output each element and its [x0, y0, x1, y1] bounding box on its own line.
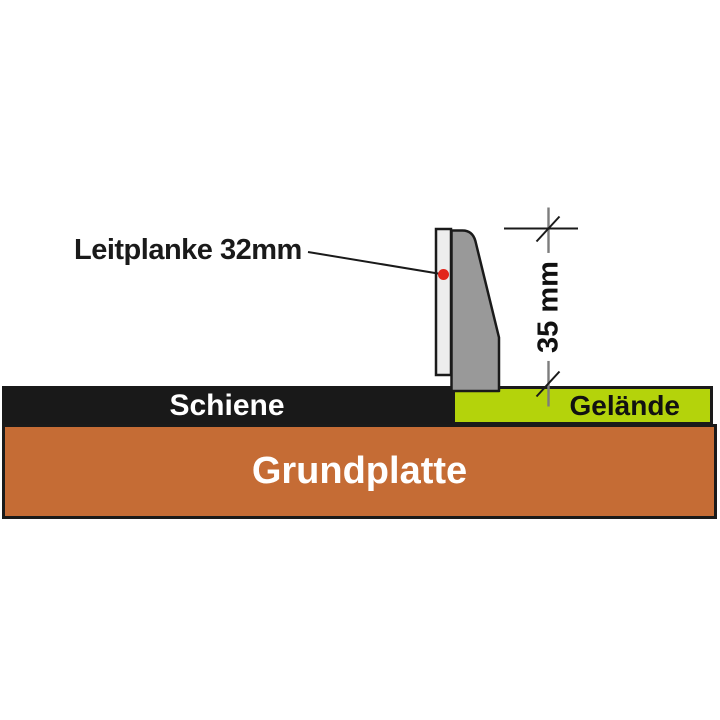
- grundplatte-label: Grundplatte: [251, 450, 468, 492]
- dimension-label: 35 mm: [531, 253, 567, 361]
- grundplatte-layer-bar: Grundplatte: [2, 424, 717, 519]
- part-label: Leitplanke 32mm: [74, 234, 302, 266]
- schiene-layer-bar: Schiene: [2, 386, 452, 425]
- guardrail-support-wedge: [450, 229, 501, 393]
- dimension-tick-top: [535, 215, 561, 243]
- attachment-point-marker-icon: [438, 269, 449, 280]
- dimension-tick-bottom: [535, 370, 561, 398]
- gelaende-layer-bar: Gelände: [452, 386, 713, 425]
- schiene-label: Schiene: [169, 388, 285, 422]
- leader-line: [307, 251, 442, 275]
- gelaende-label: Gelände: [569, 389, 680, 421]
- guardrail-plank: [434, 227, 453, 377]
